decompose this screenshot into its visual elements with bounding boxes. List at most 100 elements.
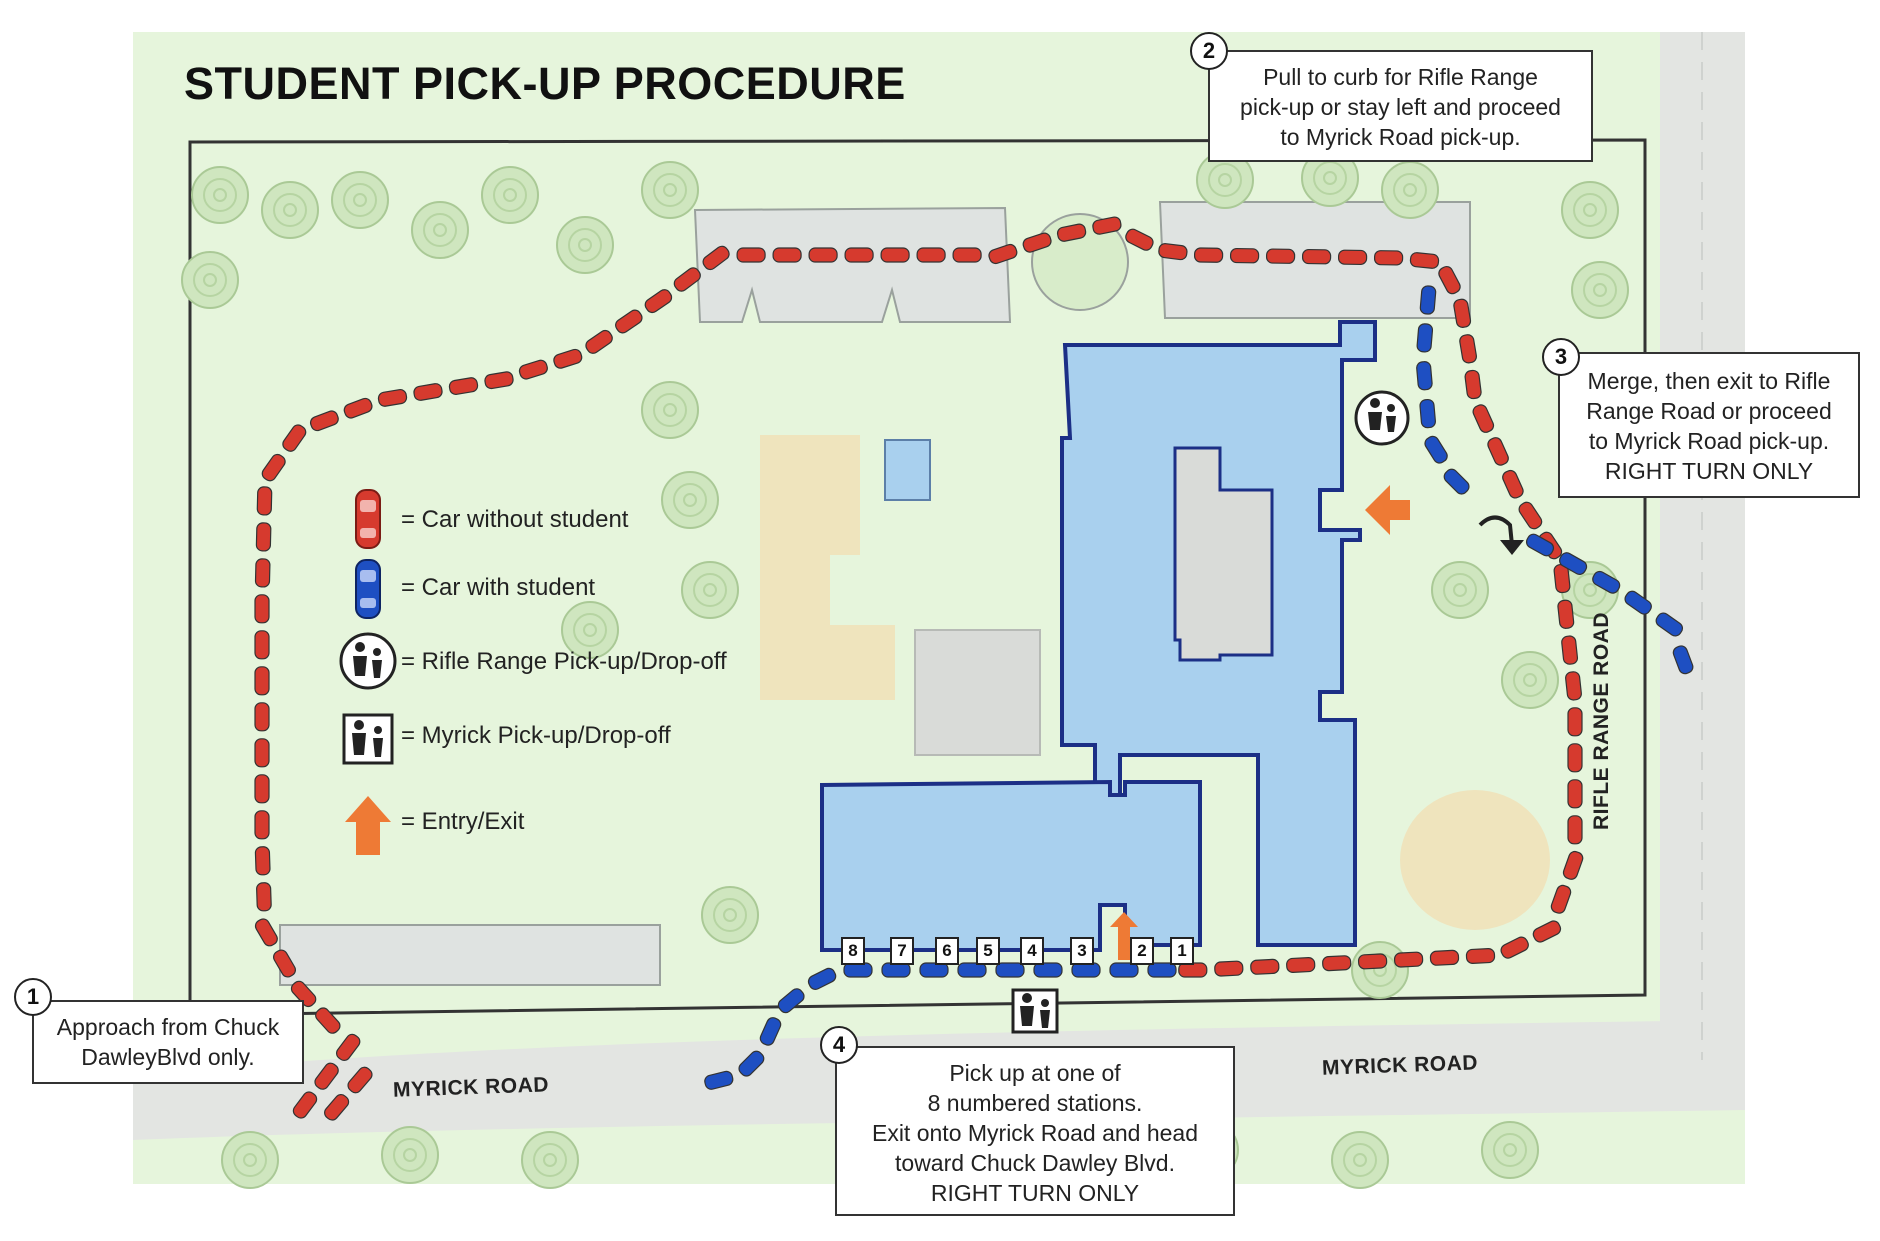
car-without-student <box>1472 404 1495 433</box>
car-without-student <box>343 397 373 419</box>
step-3-line: to Myrick Road pick-up. <box>1588 428 1830 454</box>
station-marker-6: 6 <box>935 937 959 965</box>
car-without-student <box>1567 779 1583 809</box>
car-without-student <box>1487 437 1509 466</box>
car-with-student <box>957 962 987 978</box>
car-with-student <box>1592 570 1621 594</box>
car-without-student <box>1518 501 1543 530</box>
car-without-student <box>1125 228 1154 251</box>
rifle-range-pickup-icon <box>1354 390 1410 446</box>
station-marker-8: 8 <box>841 937 865 965</box>
step-2-line: pick-up or stay left and proceed <box>1240 94 1561 120</box>
car-without-student <box>448 377 479 396</box>
entry-exit-arrow-icon <box>1365 485 1410 535</box>
car-with-student <box>1147 962 1177 978</box>
car-with-student <box>1672 645 1694 675</box>
step-4-line: toward Chuck Dawley Blvd. <box>895 1150 1175 1176</box>
legend-label-myrick: = Myrick Pick-up/Drop-off <box>401 722 671 749</box>
step-3-line: Range Road or proceed <box>1586 398 1832 424</box>
car-without-student <box>484 371 514 390</box>
car-without-student <box>518 359 548 380</box>
station-marker-2: 2 <box>1130 937 1154 965</box>
car-with-student <box>1624 590 1652 615</box>
step-2-line: to Myrick Road pick-up. <box>1280 124 1521 150</box>
car-with-student <box>1419 398 1436 429</box>
car-without-student <box>1565 671 1582 701</box>
car-with-student <box>807 967 837 990</box>
car-without-student <box>335 1033 361 1061</box>
car-with-student <box>995 962 1025 978</box>
car-without-student <box>916 247 946 263</box>
car-with-student <box>1419 285 1437 315</box>
car-without-student <box>1265 248 1296 264</box>
north-parking-lot <box>693 206 1012 323</box>
car-without-student <box>292 1091 318 1119</box>
rifle-range-pickup-icon <box>339 632 397 690</box>
merge-arrow-icon <box>1478 515 1514 546</box>
legend-label-car-without-student: = Car without student <box>401 506 629 533</box>
car-with-student <box>1443 468 1470 495</box>
car-without-student <box>1337 249 1368 266</box>
car-with-student <box>777 988 805 1014</box>
car-without-student <box>1322 955 1352 972</box>
car-without-student <box>1286 956 1316 974</box>
car-with-student <box>1559 552 1588 575</box>
entry-exit-arrow-icon <box>1110 912 1138 960</box>
car-without-student <box>254 846 271 876</box>
car-without-student <box>1178 962 1208 978</box>
property-outline <box>188 138 1647 1017</box>
car-without-student <box>1429 949 1460 966</box>
myrick-pickup-icon <box>1011 988 1059 1034</box>
car-without-student <box>736 247 766 263</box>
car-without-student <box>256 882 272 912</box>
car-with-student <box>704 1070 734 1090</box>
car-without-student <box>314 1062 339 1090</box>
car-without-student <box>553 348 583 369</box>
car-without-student <box>254 810 270 840</box>
car-without-student <box>1373 250 1404 266</box>
entry-exit-arrow-icon <box>345 796 391 855</box>
car-with-student <box>1424 435 1448 464</box>
legend-label-car-with-student: = Car with student <box>401 574 596 601</box>
car-without-student <box>1158 243 1188 261</box>
car-without-student <box>1459 334 1478 364</box>
step-4-line: RIGHT TURN ONLY <box>930 1180 1140 1206</box>
car-with-student <box>1416 323 1434 353</box>
car-queue <box>254 216 1694 1121</box>
station-marker-5: 5 <box>976 937 1000 965</box>
car-with-student <box>759 1017 782 1046</box>
step-1-line: Approach from Chuck <box>56 1014 280 1040</box>
car-without-student <box>1550 884 1572 914</box>
car-with-student <box>738 1050 765 1077</box>
page-title: STUDENT PICK-UP PROCEDURE <box>184 58 906 109</box>
car-with-student <box>843 962 873 978</box>
red-car-icon <box>355 489 381 549</box>
legend-label-rifle-range: = Rifle Range Pick-up/Drop-off <box>401 648 727 675</box>
car-with-student <box>1416 361 1433 391</box>
car-without-student <box>585 329 613 354</box>
car-without-student <box>254 666 270 696</box>
car-without-student <box>844 247 874 263</box>
step-1-callout: Approach from Chuck DawleyBlvd only. <box>32 1000 304 1084</box>
car-without-student <box>254 774 270 804</box>
car-without-student <box>254 558 271 588</box>
car-without-student <box>1357 953 1388 970</box>
step-1-badge: 1 <box>14 978 52 1016</box>
station-marker-3: 3 <box>1070 937 1094 965</box>
step-3-line: RIGHT TURN ONLY <box>1604 458 1814 484</box>
car-without-student <box>1250 958 1280 975</box>
car-without-student <box>1561 635 1579 665</box>
car-without-student <box>1229 247 1260 264</box>
station-marker-1: 1 <box>1170 937 1194 965</box>
car-without-student <box>254 918 278 947</box>
myrick-pickup-icon <box>342 713 394 765</box>
car-without-student <box>261 453 286 482</box>
car-without-student <box>1567 707 1583 737</box>
inner-courtyard <box>1173 446 1274 662</box>
step-2-badge: 2 <box>1190 32 1228 70</box>
car-without-student <box>273 949 296 978</box>
car-with-student <box>919 962 949 978</box>
car-without-student <box>1465 947 1496 965</box>
car-without-student <box>1438 265 1461 295</box>
